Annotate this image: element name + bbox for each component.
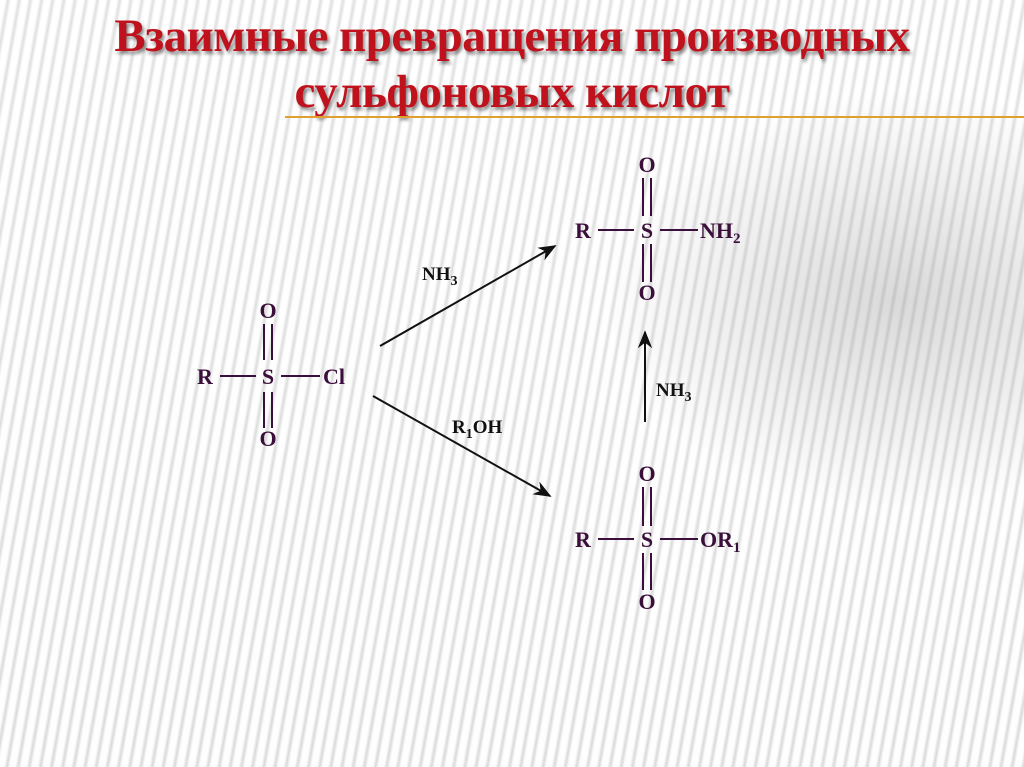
amino-group: NH2	[700, 218, 741, 247]
r-group: R	[575, 218, 592, 243]
oxygen-bottom: O	[638, 280, 655, 305]
r-group: R	[575, 527, 592, 552]
title-line-2: сульфоновых кислот	[294, 66, 730, 118]
oxygen-top: O	[638, 152, 655, 177]
sulfur: S	[262, 364, 274, 389]
oxygen-bottom: O	[638, 589, 655, 614]
reagent-r1oh: R1OH	[452, 417, 503, 442]
sulfur: S	[641, 527, 653, 552]
reagent-nh3-top: NH3	[422, 264, 458, 289]
sulfur: S	[641, 218, 653, 243]
title-underline	[285, 116, 1024, 118]
product-sulfonate-ester: O R S OR1 O	[575, 461, 740, 614]
arrow-down-right	[372, 395, 552, 497]
arrow-up-right	[379, 245, 557, 347]
slide-title: Взаимные превращения производных сульфон…	[0, 8, 1024, 120]
oxygen-bottom: O	[259, 426, 276, 451]
product-sulfonamide: O R S NH2 O	[575, 152, 740, 305]
oxygen-top: O	[638, 461, 655, 486]
chlorine: Cl	[323, 364, 345, 389]
reactant-sulfonyl-chloride: O R S Cl O	[197, 298, 345, 451]
oxygen-top: O	[259, 298, 276, 323]
reagent-nh3-right: NH3	[656, 380, 692, 405]
r-group: R	[197, 364, 214, 389]
title-line-1: Взаимные превращения производных	[114, 10, 910, 62]
alkoxy-group: OR1	[700, 527, 741, 556]
